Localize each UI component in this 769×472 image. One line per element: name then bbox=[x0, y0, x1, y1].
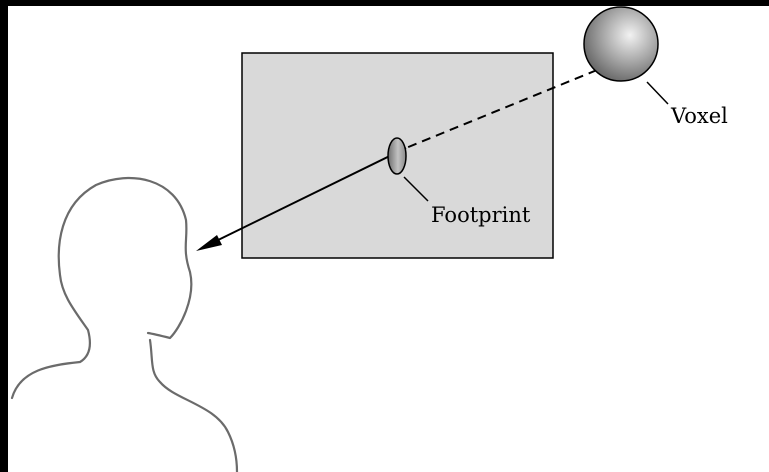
projection-ray-arrowhead bbox=[196, 235, 222, 251]
viewer-silhouette bbox=[10, 176, 239, 472]
projection-ray-dashed bbox=[405, 69, 598, 149]
voxel-label: Voxel bbox=[670, 104, 728, 128]
voxel-leader-line bbox=[646, 81, 669, 105]
footprint-ellipse bbox=[387, 137, 407, 175]
footprint-leader-line bbox=[403, 176, 429, 202]
footprint-label: Footprint bbox=[431, 203, 531, 227]
voxel-sphere bbox=[583, 6, 659, 82]
projection-ray bbox=[211, 147, 407, 244]
